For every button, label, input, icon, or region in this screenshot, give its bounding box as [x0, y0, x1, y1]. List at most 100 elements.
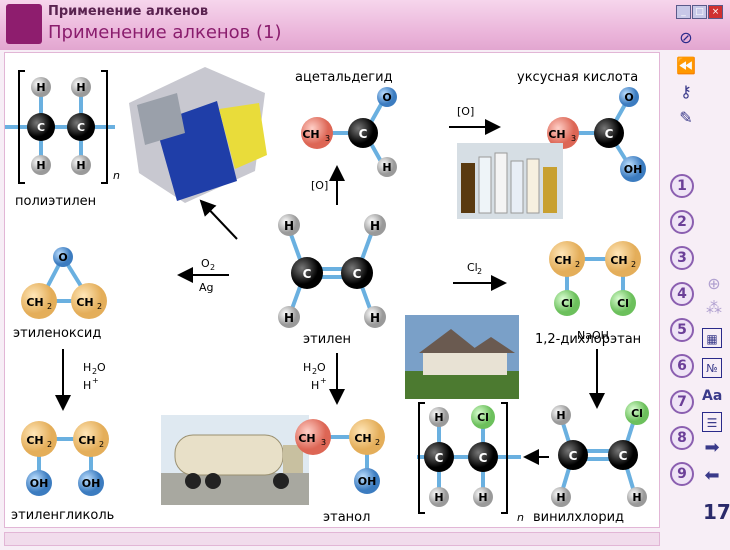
window-title: Применение алкенов	[48, 4, 209, 19]
svg-text:+: +	[320, 376, 327, 385]
svg-text:2: 2	[99, 440, 104, 449]
atom-label: Cl	[561, 297, 573, 310]
vinyl-chloride-molecule: H Cl C C H H	[551, 401, 649, 507]
atom-label: CH	[26, 296, 43, 309]
reagent-naoh: NaOH	[577, 329, 609, 342]
atom-label: H	[478, 491, 487, 504]
vinyl-chloride-label: винилхлорид	[533, 510, 624, 525]
atom-label: CH	[354, 432, 371, 445]
close-button[interactable]: ×	[708, 5, 723, 19]
atom-label: O	[624, 91, 633, 104]
svg-text:2: 2	[575, 260, 580, 269]
atom-label: H	[284, 311, 294, 325]
slide-canvas: n H H C C H H полиэтилен H H C C H H эти…	[4, 52, 660, 528]
reagent-h-plus-a: H	[83, 379, 91, 392]
atom-label: H	[370, 311, 380, 325]
minimize-button[interactable]: _	[676, 5, 691, 19]
no-sound-icon[interactable]: ⊘	[679, 28, 693, 47]
atom-label: CH	[554, 254, 571, 267]
nav-step-6[interactable]: 6	[670, 354, 694, 378]
nav-step-3[interactable]: 3	[670, 246, 694, 270]
plastic-bags-image	[129, 67, 267, 203]
svg-text:+: +	[92, 376, 99, 385]
atom-label: CH	[302, 128, 319, 141]
polyvinyl-chloride-molecule: H Cl C C H H	[417, 402, 521, 514]
reagent-oxidation-1: [O]	[311, 179, 328, 192]
atom-label: C	[359, 127, 368, 141]
reagent-h2o-b: H	[303, 361, 311, 374]
nav-step-9[interactable]: 9	[670, 462, 694, 486]
atom-label: OH	[82, 477, 101, 490]
atom-label: H	[284, 219, 294, 233]
arrow-left-icon[interactable]: ⬅	[704, 465, 720, 486]
nav-step-7[interactable]: 7	[670, 390, 694, 414]
pencil-icon[interactable]: ✎	[679, 108, 693, 127]
polyethylene-atoms: H H C C H H	[27, 77, 95, 175]
dichloroethane-label: 1,2-дихлорэтан	[535, 332, 641, 347]
atom-label: C	[435, 451, 444, 465]
atom-label: C	[569, 449, 578, 463]
ethylene-oxide-label: этиленоксид	[13, 326, 101, 341]
list-icon[interactable]: ☰	[702, 412, 722, 432]
key-icon[interactable]: ⚷	[680, 82, 692, 101]
number-icon[interactable]: №	[702, 358, 722, 378]
atom-label: C	[353, 267, 362, 281]
atom-label: H	[76, 81, 85, 94]
reagent-cl2: Cl	[467, 261, 478, 274]
app-logo-icon	[6, 4, 42, 44]
atom-label: CH	[26, 434, 43, 447]
nav-step-2[interactable]: 2	[670, 210, 694, 234]
svg-text:2: 2	[375, 438, 380, 447]
atom-label: CH	[76, 296, 93, 309]
molecule-icon[interactable]: ⁂	[706, 298, 722, 317]
svg-text:2: 2	[47, 440, 52, 449]
ethylene-glycol-label: этиленгликоль	[11, 508, 114, 523]
atom-label: H	[382, 161, 391, 174]
polymer-n-label: n	[113, 169, 120, 182]
atom-label: CH	[298, 432, 315, 445]
svg-text:3: 3	[325, 134, 330, 143]
table-icon[interactable]: ▦	[702, 328, 722, 348]
ethylene-oxide-molecule: O CH 2 CH 2	[21, 247, 107, 319]
reagent-o2: O	[201, 257, 210, 270]
atom-label: H	[76, 159, 85, 172]
polymer-n-label: n	[517, 511, 524, 524]
page-number: 17	[703, 500, 730, 524]
svg-text:2: 2	[92, 367, 97, 376]
atom-label: C	[37, 121, 45, 134]
arrow-right-icon[interactable]: ➡	[704, 437, 720, 458]
atom-label: CH	[548, 128, 565, 141]
nav-step-5[interactable]: 5	[670, 318, 694, 342]
status-bar	[4, 532, 660, 546]
reaction-scheme: n H H C C H H полиэтилен H H C C H H эти…	[5, 67, 649, 525]
font-icon[interactable]: Aa	[702, 388, 723, 404]
tanker-truck-image	[161, 415, 309, 505]
svg-text:2: 2	[97, 302, 102, 311]
acetic-acid-label: уксусная кислота	[517, 70, 638, 85]
zoom-icon[interactable]: ⊕	[707, 274, 721, 293]
atom-label: H	[434, 491, 443, 504]
polyethylene-label: полиэтилен	[15, 194, 96, 209]
atom-label: C	[77, 121, 85, 134]
svg-text:2: 2	[47, 302, 52, 311]
nav-step-4[interactable]: 4	[670, 282, 694, 306]
svg-text:O: O	[97, 361, 106, 374]
reaction-arrows	[55, 119, 605, 465]
rewind-icon[interactable]: ⏪	[676, 56, 696, 75]
atom-label: H	[556, 409, 565, 422]
ethanol-label: этанол	[323, 510, 370, 525]
atom-label: H	[556, 491, 565, 504]
svg-text:2: 2	[477, 267, 482, 276]
svg-text:2: 2	[312, 367, 317, 376]
reagent-h2o-a: H	[83, 361, 91, 374]
atom-label: O	[58, 251, 67, 264]
maximize-button[interactable]: □	[692, 5, 707, 19]
reagent-h-plus-b: H	[311, 379, 319, 392]
atom-label: Cl	[477, 411, 489, 424]
ethylene-label: этилен	[303, 332, 351, 347]
nav-step-1[interactable]: 1	[670, 174, 694, 198]
svg-text:2: 2	[631, 260, 636, 269]
polyethylene-molecule	[5, 87, 115, 165]
nav-step-8[interactable]: 8	[670, 426, 694, 450]
